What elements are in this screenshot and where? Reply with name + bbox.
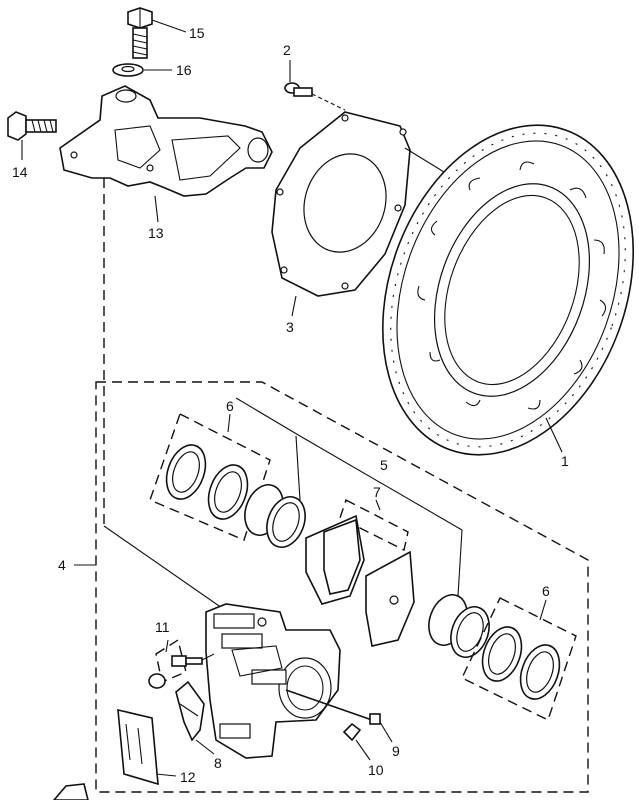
callout-9: 9 <box>392 743 400 759</box>
callout-12: 12 <box>180 769 196 785</box>
callout-6-right: 6 <box>542 583 550 599</box>
bolt-14 <box>7 111 57 160</box>
callout-5: 5 <box>380 457 388 473</box>
callout-7: 7 <box>373 484 381 500</box>
callout-4: 4 <box>58 557 66 573</box>
washer-16 <box>112 63 172 77</box>
pin-9 <box>285 689 393 743</box>
disc-cover-3 <box>271 111 411 317</box>
piston-left <box>244 484 306 548</box>
brake-disc-1 <box>381 124 635 456</box>
bleed-valve-11 <box>148 638 215 689</box>
callout-14: 14 <box>12 164 28 180</box>
bolt-15 <box>127 7 187 59</box>
seal-kit-6-left <box>149 413 271 541</box>
callout-2: 2 <box>283 42 291 58</box>
pad-spring-8 <box>175 680 215 755</box>
callout-10: 10 <box>368 762 384 778</box>
partial-part-bottom <box>52 783 89 800</box>
callout-13: 13 <box>148 225 164 241</box>
caliper-bracket-13 <box>59 85 273 223</box>
callout-15: 15 <box>189 25 205 41</box>
callout-6-left: 6 <box>226 398 234 414</box>
caliper-body <box>205 603 341 759</box>
clip-10 <box>342 722 371 761</box>
piston-right <box>428 594 490 658</box>
callout-11: 11 <box>155 619 170 635</box>
callout-1: 1 <box>561 453 569 469</box>
callout-3: 3 <box>286 319 294 335</box>
screw-2 <box>284 60 346 111</box>
seal-kit-6-right <box>461 597 577 721</box>
callout-16: 16 <box>176 62 192 78</box>
brake-pad-kit-7 <box>305 499 415 647</box>
callout-8: 8 <box>214 755 222 771</box>
shim-12 <box>117 708 177 786</box>
